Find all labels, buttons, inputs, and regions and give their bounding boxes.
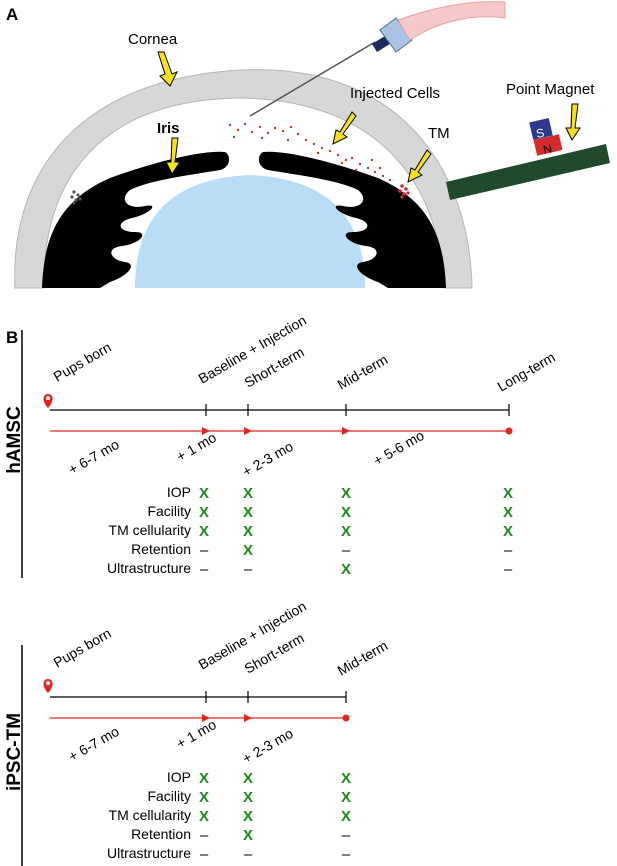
interval-label-1: + 1 mo — [174, 429, 220, 465]
marks-grid: X X X X X X X X X X X X – X – – – – X – — [199, 485, 513, 578]
event-label-3: Mid-term — [335, 351, 391, 392]
timeline-name: iPSC-TM — [4, 713, 25, 791]
row-label-tm-cellularity: TM cellularity — [109, 807, 191, 823]
mark: X — [243, 808, 253, 825]
iris-right — [258, 151, 446, 288]
mark: – — [244, 846, 253, 863]
mark: X — [243, 485, 253, 502]
row-label-ultrastructure: Ultrastructure — [107, 845, 191, 861]
interval-label-2: + 2-3 mo — [240, 725, 296, 767]
mark: X — [341, 808, 351, 825]
mark: X — [341, 789, 351, 806]
lens-shape — [135, 175, 365, 288]
mark: – — [504, 542, 513, 559]
event-label-0: Pups born — [51, 339, 114, 385]
cornea-shape — [14, 69, 473, 289]
mark: – — [200, 827, 209, 844]
mark: X — [341, 485, 351, 502]
mark: X — [199, 485, 209, 502]
mark: X — [243, 504, 253, 521]
tm-right-cells — [398, 184, 410, 199]
iris-left — [42, 151, 230, 288]
cornea-label: Cornea — [128, 31, 178, 48]
tm-label: TM — [428, 125, 450, 142]
row-label-tm-cellularity: TM cellularity — [109, 522, 191, 538]
mark: – — [342, 542, 351, 559]
mark: – — [200, 561, 209, 578]
mark: X — [341, 770, 351, 787]
panel-b-letter: B — [6, 328, 18, 347]
timeline-name: hAMSC — [4, 406, 25, 474]
mark: X — [199, 523, 209, 540]
mark: X — [243, 770, 253, 787]
event-label-4: Long-term — [495, 349, 558, 395]
mark: X — [243, 523, 253, 540]
timeline-ipsc-tm: iPSC-TM Pups born Baseline + Injection S… — [4, 598, 390, 866]
mark: X — [199, 789, 209, 806]
mark: X — [199, 770, 209, 787]
location-pin-icon — [43, 679, 53, 693]
row-label-retention: Retention — [131, 826, 191, 842]
tm-left-cells — [70, 190, 82, 205]
mark: X — [199, 504, 209, 521]
mark: X — [503, 523, 513, 540]
mark: X — [341, 504, 351, 521]
interval-label-1: + 1 mo — [174, 716, 220, 752]
mark: X — [199, 808, 209, 825]
row-label-iop: IOP — [167, 484, 191, 500]
interval-label-0: + 6-7 mo — [66, 723, 122, 765]
mark: – — [342, 827, 351, 844]
mark: X — [341, 523, 351, 540]
injected-cells-label: Injected Cells — [350, 85, 440, 102]
timeline-hamsc: hAMSC Pups born Baseline + Injection Sho… — [4, 312, 558, 578]
row-label-facility: Facility — [147, 503, 191, 519]
interval-label-0: + 6-7 mo — [66, 436, 122, 478]
mark: X — [503, 504, 513, 521]
event-label-3: Mid-term — [335, 637, 391, 678]
injected-cells — [228, 122, 392, 182]
interval-label-3: + 5-6 mo — [371, 427, 427, 469]
mark: X — [341, 561, 351, 578]
mark: X — [503, 485, 513, 502]
mark: – — [504, 561, 513, 578]
needle — [249, 1, 506, 117]
row-label-iop: IOP — [167, 769, 191, 785]
mark: X — [243, 789, 253, 806]
mark: X — [243, 827, 253, 844]
marks-grid: X X X X X X X X X – X – – – – — [199, 770, 351, 863]
magnet-north-label: N — [542, 141, 554, 157]
iris-label: Iris — [157, 120, 180, 137]
row-label-retention: Retention — [131, 541, 191, 557]
row-label-ultrastructure: Ultrastructure — [107, 560, 191, 576]
row-label-facility: Facility — [147, 788, 191, 804]
magnet-south-label: S — [535, 125, 546, 140]
point-magnet: S N — [446, 117, 610, 200]
mark: – — [200, 542, 209, 559]
event-label-0: Pups born — [51, 625, 114, 671]
point-magnet-label: Point Magnet — [506, 81, 595, 98]
mark: – — [342, 846, 351, 863]
mark: – — [200, 846, 209, 863]
interval-label-2: + 2-3 mo — [240, 438, 296, 480]
mark: X — [243, 542, 253, 559]
mark: – — [244, 561, 253, 578]
location-pin-icon — [43, 394, 53, 408]
annotation-arrows — [157, 51, 581, 183]
panel-a-letter: A — [6, 5, 18, 24]
